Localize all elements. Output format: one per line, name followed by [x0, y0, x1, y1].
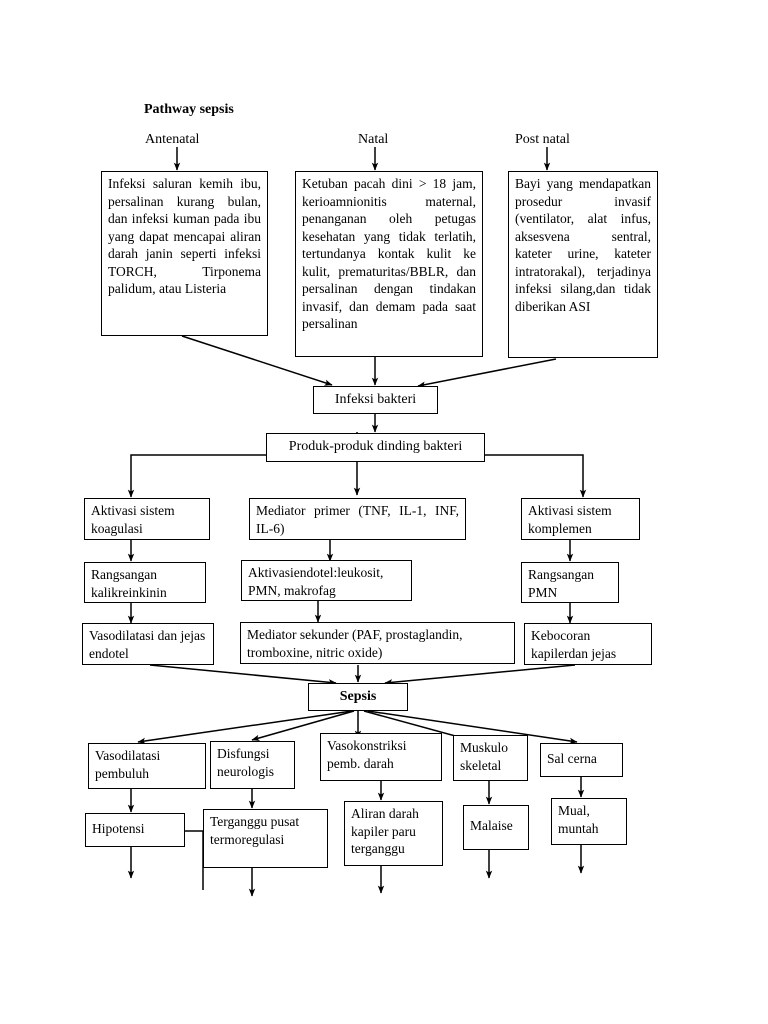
- column-label-antenatal: Antenatal: [145, 132, 200, 147]
- node-text: Aliran darah kapiler paru terganggu: [351, 806, 419, 857]
- node-aktivasi-sistem-komplemen: Aktivasi sistem komplemen: [521, 498, 640, 540]
- node-hipotensi: Hipotensi: [85, 813, 185, 847]
- edge-n14-n15: [384, 664, 576, 686]
- node-text: Vasodilatasi pembuluh: [95, 748, 161, 781]
- node-text: Produk-produk dinding bakteri: [288, 439, 463, 454]
- node-text: Muskulo skeletal: [460, 740, 509, 773]
- node-text: Aktivasi sistem komplemen: [528, 503, 612, 536]
- node-muskulo-skeletal: Muskulo skeletal: [453, 735, 528, 781]
- node-terganggu-termoregulasi: Terganggu pusat termoregulasi: [203, 809, 328, 868]
- node-mual-muntah: Mual, muntah: [551, 798, 627, 845]
- node-vasodilatasi-jejas-endotel: Vasodilatasi dan jejas endotel: [82, 623, 214, 665]
- node-text: Malaise: [470, 818, 513, 833]
- node-text: Vasokonstriksi pemb. darah: [327, 738, 407, 771]
- node-text: Mediator primer (TNF, IL-1, INF, IL-6): [256, 503, 459, 536]
- node-text: Aktivasiendotel:leukosit, PMN, makrofag: [248, 565, 384, 598]
- node-antenatal-causes: Infeksi saluran kemih ibu, persalinan ku…: [101, 171, 268, 336]
- node-text: Infeksi bakteri: [334, 392, 417, 407]
- node-rangsangan-pmn: Rangsangan PMN: [521, 562, 619, 603]
- node-aliran-darah-kapiler-paru: Aliran darah kapiler paru terganggu: [344, 801, 443, 866]
- node-kebocoran-kapiler: Kebocoran kapilerdan jejas: [524, 623, 652, 665]
- node-text: Bayi yang mendapatkan prosedur invasif (…: [515, 176, 651, 314]
- node-text: Infeksi saluran kemih ibu, persalinan ku…: [108, 176, 261, 297]
- node-text: Ketuban pacah dini > 18 jam, kerioamnion…: [302, 176, 476, 332]
- node-text: Sepsis: [339, 689, 377, 704]
- node-text: Rangsangan kalikreinkinin: [91, 567, 167, 600]
- node-text: Rangsangan PMN: [528, 567, 594, 600]
- node-sepsis: Sepsis: [308, 683, 408, 711]
- node-vasodilatasi-pembuluh: Vasodilatasi pembuluh: [88, 743, 206, 789]
- node-mediator-primer: Mediator primer (TNF, IL-1, INF, IL-6): [249, 498, 466, 540]
- node-text: Mediator sekunder (PAF, prostaglandin, t…: [247, 627, 463, 660]
- node-text: Sal cerna: [547, 751, 597, 766]
- hipotensi-side-connector: [185, 830, 204, 890]
- node-infeksi-bakteri: Infeksi bakteri: [313, 386, 438, 414]
- node-mediator-sekunder: Mediator sekunder (PAF, prostaglandin, t…: [240, 622, 515, 664]
- column-label-natal: Natal: [358, 132, 389, 147]
- node-text: Kebocoran kapilerdan jejas: [531, 628, 617, 661]
- node-vasokonstriksi-pembuluh-darah: Vasokonstriksi pemb. darah: [320, 733, 442, 781]
- node-rangsangan-kalikreinkinin: Rangsangan kalikreinkinin: [84, 562, 206, 603]
- node-produk-dinding-bakteri: Produk-produk dinding bakteri: [266, 433, 485, 462]
- node-text: Aktivasi sistem koagulasi: [91, 503, 175, 536]
- node-text: Hipotensi: [92, 821, 145, 836]
- page-title: Pathway sepsis: [144, 102, 234, 117]
- edge-n3-n4: [417, 358, 557, 388]
- node-text: Disfungsi neurologis: [217, 746, 274, 779]
- node-disfungsi-neurologis: Disfungsi neurologis: [210, 741, 295, 789]
- node-natal-causes: Ketuban pacah dini > 18 jam, kerioamnion…: [295, 171, 483, 357]
- node-sal-cerna: Sal cerna: [540, 743, 623, 777]
- column-label-post-natal: Post natal: [515, 132, 570, 147]
- node-malaise: Malaise: [463, 805, 529, 850]
- node-aktivasi-sistem-koagulasi: Aktivasi sistem koagulasi: [84, 498, 210, 540]
- edge-n12-n15: [149, 664, 337, 686]
- node-text: Mual, muntah: [558, 803, 599, 836]
- node-postnatal-causes: Bayi yang mendapatkan prosedur invasif (…: [508, 171, 658, 358]
- node-text: Terganggu pusat termoregulasi: [210, 814, 300, 847]
- node-aktivasi-endotel: Aktivasiendotel:leukosit, PMN, makrofag: [241, 560, 412, 601]
- node-text: Vasodilatasi dan jejas endotel: [89, 628, 206, 661]
